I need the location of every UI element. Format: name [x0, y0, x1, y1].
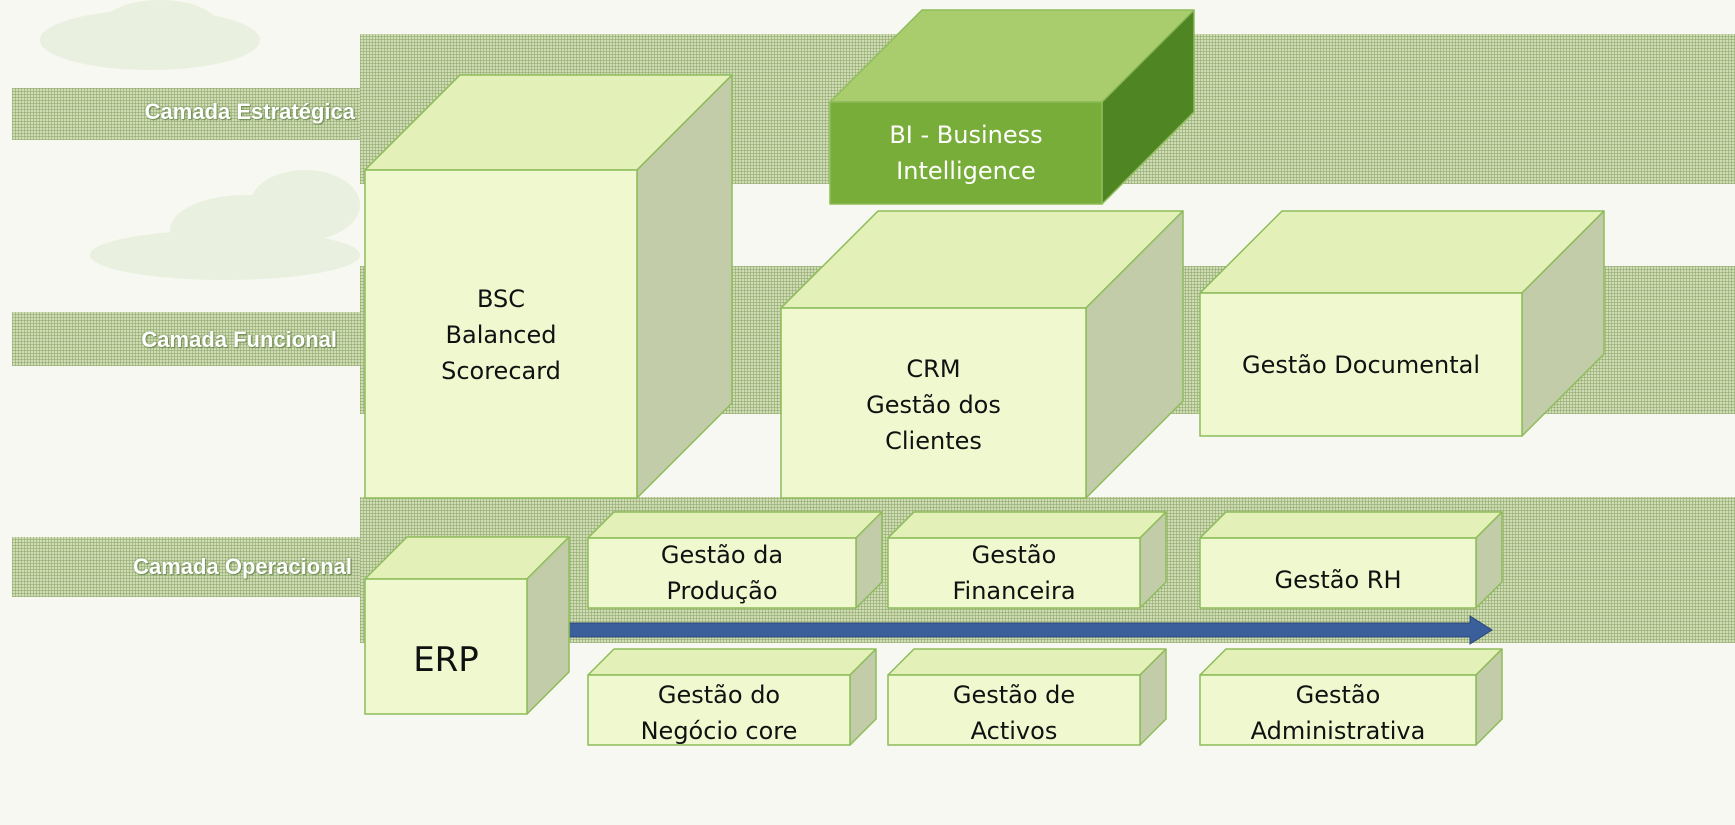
erp-box	[364, 536, 570, 715]
financeira-box-label: Gestão Financeira	[888, 535, 1140, 611]
documental-line-1: Gestão Documental	[1241, 351, 1480, 379]
operational-layer-label: Camada Operacional	[133, 554, 352, 579]
producao-line-1: Gestão da	[660, 541, 784, 569]
activos-line-2: Activos	[970, 717, 1058, 745]
operational-layer-band-left	[12, 537, 366, 597]
bi-box	[829, 9, 1195, 205]
bi-box-label: BI - Business Intelligence	[830, 102, 1102, 204]
documental-box-front-face	[1199, 292, 1523, 437]
crm-line-2: Gestão dos	[866, 391, 1001, 419]
rh-box-label: Gestão RH	[1200, 555, 1476, 605]
crm-box-front-face	[780, 307, 1087, 499]
producao-box-label: Gestão da Produção	[588, 535, 856, 611]
documental-box	[1199, 210, 1605, 437]
strategic-layer-label: Camada Estratégica	[144, 99, 355, 124]
bi-box-front-face	[829, 101, 1103, 205]
producao-box	[587, 511, 883, 609]
rh-box-front-face	[1199, 537, 1477, 609]
rh-box	[1199, 511, 1503, 609]
crm-line-1: CRM	[906, 355, 961, 383]
functional-layer-label: Camada Funcional	[141, 327, 337, 352]
bsc-box	[364, 74, 733, 499]
erp-flow-arrow-shape	[544, 615, 1493, 645]
activos-box-top-face	[887, 648, 1167, 676]
erp-flow-arrow	[544, 615, 1493, 645]
negocio-box-top-face	[587, 648, 877, 676]
crm-box	[780, 210, 1184, 499]
producao-line-2: Produção	[666, 577, 778, 605]
financeira-line-1: Gestão	[971, 541, 1057, 569]
documental-box-label: Gestão Documental	[1200, 340, 1522, 390]
financeira-box-front-face	[887, 537, 1141, 609]
crm-line-3: Clientes	[885, 427, 982, 455]
financeira-line-2: Financeira	[952, 577, 1076, 605]
administrativa-line-1: Gestão	[1295, 681, 1381, 709]
bsc-line-2: Balanced	[445, 321, 557, 349]
activos-box-front-face	[887, 674, 1141, 746]
bi-line-2: Intelligence	[896, 157, 1036, 185]
crm-box-label: CRM Gestão dos Clientes	[781, 345, 1086, 465]
negocio-box-label: Gestão do Negócio core	[588, 675, 850, 751]
financeira-box	[887, 511, 1167, 609]
bsc-line-3: Scorecard	[441, 357, 561, 385]
strategic-layer-band-left	[12, 88, 366, 140]
activos-box	[887, 648, 1167, 746]
functional-layer-band-left	[12, 312, 366, 366]
administrativa-box-front-face	[1199, 674, 1477, 746]
erp-box-front-face	[364, 578, 528, 715]
cloud-decoration	[100, 0, 220, 55]
producao-box-front-face	[587, 537, 857, 609]
bi-line-1: BI - Business	[889, 121, 1043, 149]
erp-box-label: ERP	[365, 632, 527, 688]
rh-box-top-face	[1199, 511, 1503, 539]
administrativa-box-top-face	[1199, 648, 1503, 676]
administrativa-box-label: Gestão Administrativa	[1200, 675, 1476, 751]
bsc-box-label: BSC Balanced Scorecard	[365, 270, 637, 400]
bsc-box-front-face	[364, 169, 638, 499]
administrativa-box	[1199, 648, 1503, 746]
negocio-line-2: Negócio core	[640, 717, 798, 745]
erp-line-1: ERP	[413, 640, 479, 680]
administrativa-line-2: Administrativa	[1250, 717, 1426, 745]
negocio-line-1: Gestão do	[657, 681, 781, 709]
negocio-box	[587, 648, 877, 746]
activos-line-1: Gestão de	[952, 681, 1076, 709]
activos-box-label: Gestão de Activos	[888, 675, 1140, 751]
negocio-box-front-face	[587, 674, 851, 746]
bsc-line-1: BSC	[476, 285, 526, 313]
rh-line-1: Gestão RH	[1274, 566, 1402, 594]
cloud-decoration	[250, 170, 360, 240]
